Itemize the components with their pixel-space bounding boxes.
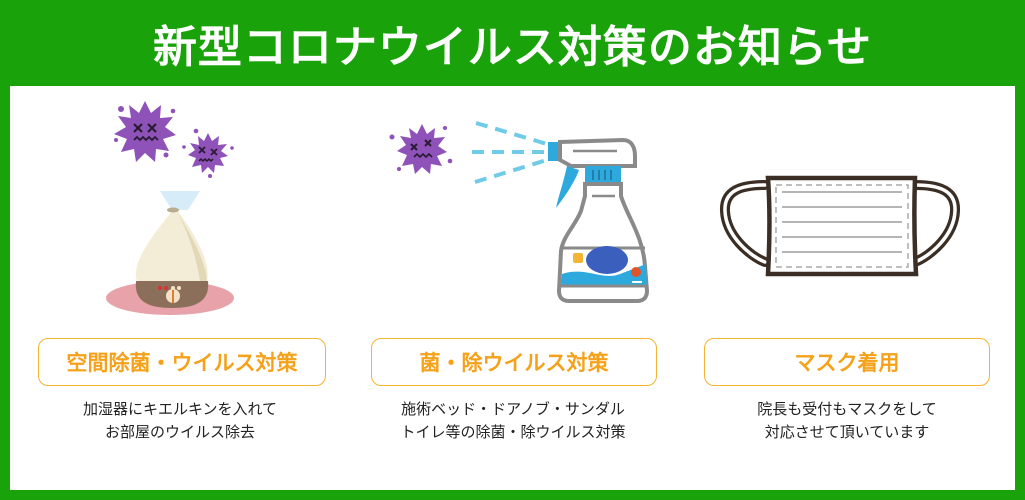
- description: 院長も受付もマスクをして 対応させて頂いています: [757, 400, 937, 441]
- badge-mask-wearing: マスク着用: [704, 338, 990, 386]
- content-panel: 空間除菌・ウイルス対策 加湿器にキエルキンを入れて お部屋のウイルス除去: [10, 86, 1015, 490]
- badge-space-disinfection: 空間除菌・ウイルス対策: [38, 338, 326, 386]
- virus-icon: [114, 101, 176, 162]
- page-title: 新型コロナウイルス対策のお知らせ: [152, 22, 873, 73]
- section-spray: 菌・除ウイルス対策 施術ベッド・ドアノブ・サンダル トイレ等の除菌・除ウイルス対…: [345, 86, 675, 490]
- section-mask: マスク着用 院長も受付もマスクをして 対応させて頂いています: [680, 86, 1010, 490]
- description: 施術ベッド・ドアノブ・サンダル トイレ等の除菌・除ウイルス対策: [400, 400, 626, 441]
- face-mask-icon: [720, 175, 960, 277]
- humidifier-icon: [106, 101, 234, 315]
- description: 加湿器にキエルキンを入れて お部屋のウイルス除去: [82, 400, 278, 441]
- badge-surface-disinfection: 菌・除ウイルス対策: [371, 338, 657, 386]
- virus-icon: [182, 128, 234, 178]
- virus-icon: [389, 124, 453, 174]
- spray-bottle-icon: [389, 121, 650, 303]
- section-humidifier: 空間除菌・ウイルス対策 加湿器にキエルキンを入れて お部屋のウイルス除去: [10, 86, 340, 490]
